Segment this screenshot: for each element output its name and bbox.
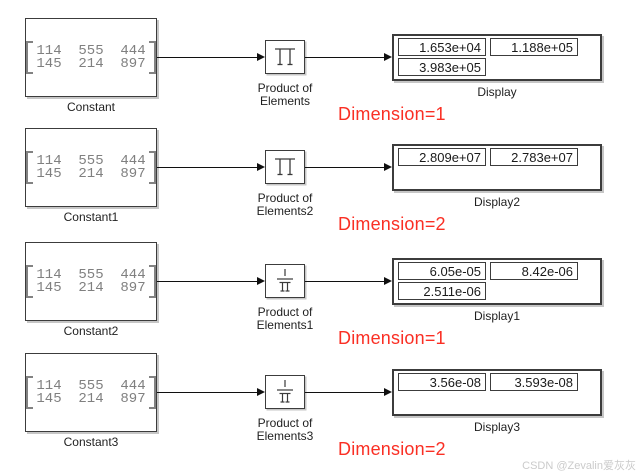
product-block-label: Elements [259, 94, 311, 108]
constant-matrix: 114 555 444 145 214 897 [26, 151, 156, 184]
constant-block-label: Constant2 [63, 324, 119, 338]
display-value-cell: 2.783e+07 [490, 148, 578, 166]
signal-wire[interactable] [157, 57, 257, 58]
dimension-annotation[interactable]: Dimension=1 [338, 104, 446, 124]
matrix-row: 114 555 444 [36, 152, 146, 169]
reciprocal-product-icon [277, 380, 293, 403]
product-block-label: Product of [257, 416, 313, 430]
matrix-left-bracket [26, 151, 34, 184]
product-block-label: Product of [257, 191, 313, 205]
diagram-row: 114 555 444 145 214 897 Constant Product… [0, 18, 638, 148]
display-block-label: Display2 [473, 195, 521, 209]
wire-arrowhead-icon [384, 53, 392, 61]
display-value-cell: 3.593e-08 [490, 373, 578, 391]
display-block[interactable]: 6.05e-05 8.42e-06 2.511e-06 [392, 258, 602, 305]
matrix-left-bracket [26, 265, 34, 298]
dimension-annotation[interactable]: Dimension=1 [338, 328, 446, 348]
matrix-row: 145 214 897 [36, 279, 146, 296]
constant-block[interactable]: 114 555 444 145 214 897 [25, 353, 157, 432]
matrix-right-bracket [148, 376, 156, 409]
product-block-label: Product of [257, 81, 313, 95]
display-block-label: Display3 [473, 420, 521, 434]
display-block-label: Display1 [473, 309, 521, 323]
reciprocal-product-icon [277, 269, 293, 292]
signal-wire[interactable] [305, 167, 384, 168]
signal-wire[interactable] [157, 167, 257, 168]
matrix-left-bracket [26, 376, 34, 409]
display-value-cell: 1.188e+05 [490, 38, 578, 56]
matrix-right-bracket [148, 265, 156, 298]
matrix-row: 145 214 897 [36, 165, 146, 182]
wire-arrowhead-icon [257, 163, 265, 171]
product-of-elements-block[interactable] [265, 264, 305, 298]
product-block-label: Elements2 [256, 204, 314, 218]
product-block-label: Elements3 [256, 429, 314, 443]
display-value-cell: 2.511e-06 [398, 282, 486, 300]
display-value-cell: 1.653e+04 [398, 38, 486, 56]
wire-arrowhead-icon [384, 277, 392, 285]
display-block[interactable]: 3.56e-08 3.593e-08 [392, 369, 602, 416]
matrix-right-bracket [148, 41, 156, 74]
wire-arrowhead-icon [257, 53, 265, 61]
constant-block[interactable]: 114 555 444 145 214 897 [25, 242, 157, 321]
matrix-row: 114 555 444 [36, 377, 146, 394]
display-value-cell: 3.983e+05 [398, 58, 486, 76]
display-block[interactable]: 1.653e+04 1.188e+05 3.983e+05 [392, 34, 602, 81]
product-icon [275, 158, 295, 176]
signal-wire[interactable] [305, 57, 384, 58]
display-block-label: Display [477, 85, 517, 99]
constant-matrix: 114 555 444 145 214 897 [26, 265, 156, 298]
matrix-row: 114 555 444 [36, 266, 146, 283]
matrix-row: 114 555 444 [36, 42, 146, 59]
signal-wire[interactable] [305, 281, 384, 282]
diagram-row: 114 555 444 145 214 897 Constant2 Produc… [0, 242, 638, 372]
product-icon [275, 48, 295, 66]
constant-block[interactable]: 114 555 444 145 214 897 [25, 18, 157, 97]
product-of-elements-block[interactable] [265, 375, 305, 409]
display-block[interactable]: 2.809e+07 2.783e+07 [392, 144, 602, 191]
wire-arrowhead-icon [257, 277, 265, 285]
product-block-label: Elements1 [256, 318, 314, 332]
diagram-row: 114 555 444 145 214 897 Constant1 Produc… [0, 128, 638, 258]
display-value-cell: 2.809e+07 [398, 148, 486, 166]
wire-arrowhead-icon [257, 388, 265, 396]
matrix-right-bracket [148, 151, 156, 184]
product-of-elements-block[interactable] [265, 40, 305, 74]
wire-arrowhead-icon [384, 388, 392, 396]
dimension-annotation[interactable]: Dimension=2 [338, 214, 446, 234]
matrix-row: 145 214 897 [36, 390, 146, 407]
constant-matrix: 114 555 444 145 214 897 [26, 376, 156, 409]
diagram-row: 114 555 444 145 214 897 Constant3 Produc… [0, 353, 638, 476]
constant-block-label: Constant3 [63, 435, 119, 449]
product-of-elements-block[interactable] [265, 150, 305, 184]
display-value-cell: 8.42e-06 [490, 262, 578, 280]
signal-wire[interactable] [157, 281, 257, 282]
dimension-annotation[interactable]: Dimension=2 [338, 439, 446, 459]
constant-block-label: Constant1 [63, 210, 119, 224]
constant-block[interactable]: 114 555 444 145 214 897 [25, 128, 157, 207]
product-block-label: Product of [257, 305, 313, 319]
signal-wire[interactable] [305, 392, 384, 393]
display-value-cell: 6.05e-05 [398, 262, 486, 280]
matrix-left-bracket [26, 41, 34, 74]
display-value-cell: 3.56e-08 [398, 373, 486, 391]
matrix-row: 145 214 897 [36, 55, 146, 72]
wire-arrowhead-icon [384, 163, 392, 171]
constant-matrix: 114 555 444 145 214 897 [26, 41, 156, 74]
csdn-watermark: CSDN @Zevalin爱灰灰 [522, 460, 636, 472]
constant-block-label: Constant [66, 100, 116, 114]
signal-wire[interactable] [157, 392, 257, 393]
